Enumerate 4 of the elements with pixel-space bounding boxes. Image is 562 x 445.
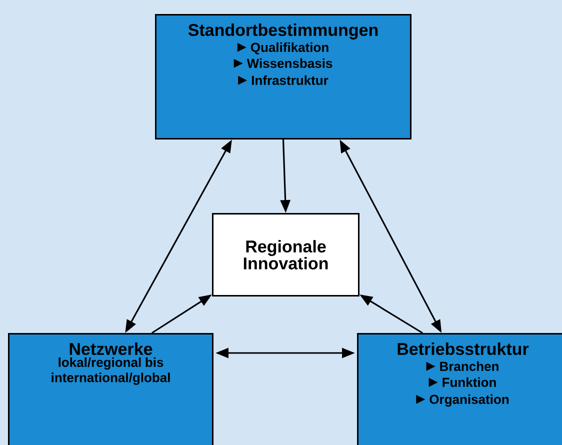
topic-box: Netzwerke lokal/regional bis international/global (8, 333, 214, 445)
topic-box: Betriebsstruktur Branchen Funktion Organisation (357, 333, 562, 445)
text-box: Regionale Innovation (212, 213, 360, 296)
topic-box: Standortbestimmungen Qualifikation Wissensbasis Infrastruktur (155, 14, 412, 140)
